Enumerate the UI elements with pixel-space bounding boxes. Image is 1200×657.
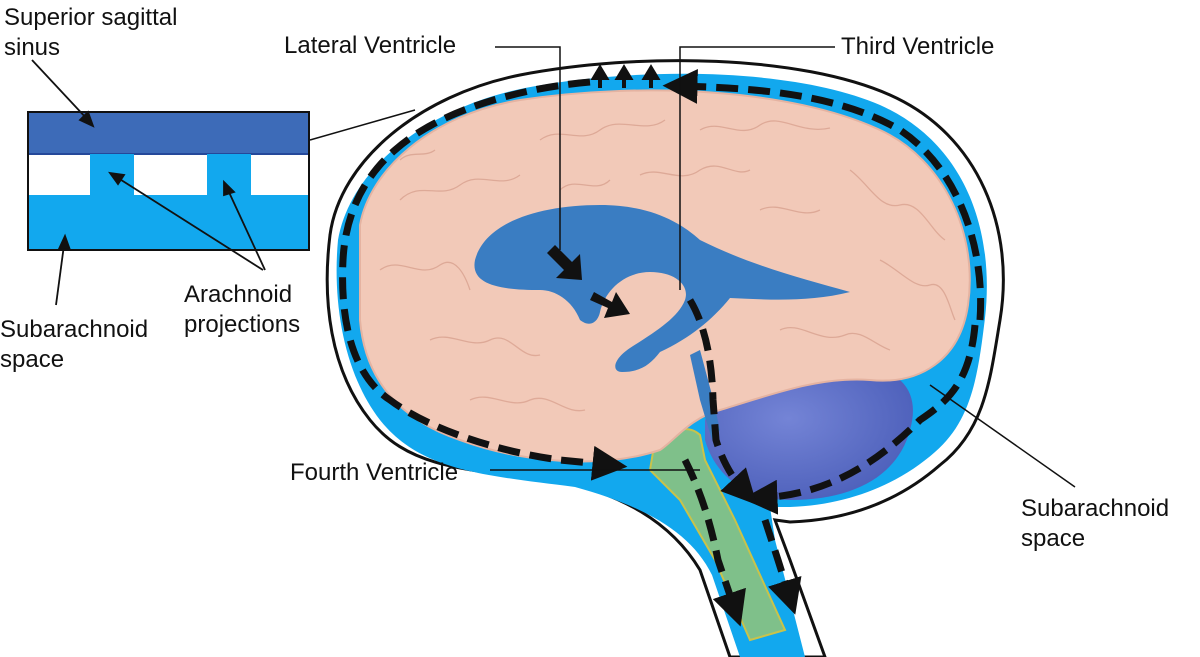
label-line: Superior sagittal — [4, 4, 178, 31]
label-line: space — [0, 346, 65, 373]
label-subarachnoid-space-right: Subarachnoid space — [1021, 494, 1169, 554]
label-third-ventricle: Third Ventricle — [841, 33, 995, 60]
inset-panel — [27, 111, 310, 251]
label-line: Arachnoid — [184, 281, 293, 308]
label-line: space — [1021, 525, 1086, 552]
label-superior-sagittal-sinus: Superior sagittal sinus — [4, 3, 177, 63]
label-line: Subarachnoid — [0, 316, 149, 343]
inset-border — [27, 111, 310, 251]
label-arachnoid-projections: Arachnoid projections — [184, 280, 300, 340]
leader-lines — [490, 46, 1076, 488]
label-line: sinus — [4, 34, 61, 61]
sinus-arrows — [590, 64, 661, 88]
ventricle-system — [474, 205, 850, 372]
label-line: projections — [184, 311, 301, 338]
brain-gyri — [379, 119, 956, 412]
label-lateral-ventricle: Lateral Ventricle — [284, 32, 457, 59]
csf-flow-arrows — [339, 68, 985, 627]
label-line: Subarachnoid — [1021, 495, 1170, 522]
inset-connector — [309, 109, 416, 141]
label-subarachnoid-space-left: Subarachnoid space — [0, 315, 148, 375]
ventricle-flow-arrows — [547, 245, 630, 318]
cerebral-aqueduct — [690, 350, 720, 440]
interthalamic-adhesion — [627, 282, 643, 298]
inset-annotation-arrows — [31, 59, 266, 306]
label-fourth-ventricle: Fourth Ventricle — [290, 459, 459, 486]
inset-subarachnoid — [28, 195, 309, 250]
inset-sinus — [27, 111, 310, 155]
